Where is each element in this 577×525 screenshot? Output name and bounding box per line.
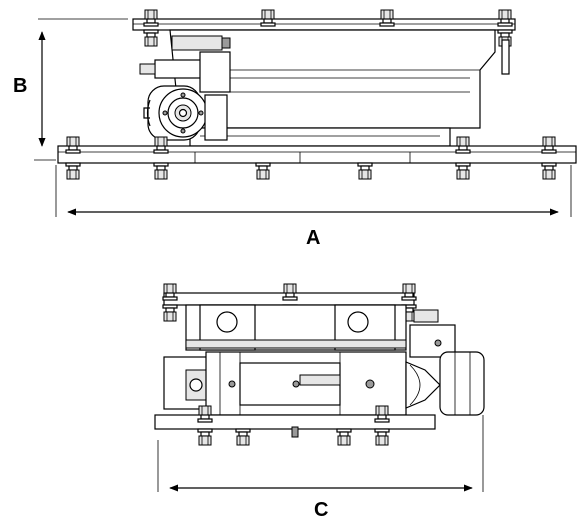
side-fitting xyxy=(413,309,439,323)
frame-hole-right xyxy=(347,311,369,333)
top-base-plate xyxy=(57,145,577,164)
side-view-assembly xyxy=(154,283,485,446)
side-motor xyxy=(405,351,485,416)
dimension-c: C xyxy=(157,415,484,521)
dimension-b-label: B xyxy=(13,75,27,97)
dimension-c-label: C xyxy=(314,499,328,521)
dimension-a: A xyxy=(55,165,572,249)
dimension-b: B xyxy=(13,18,128,161)
dimension-a-label: A xyxy=(306,227,320,249)
top-upper-plate xyxy=(132,18,516,31)
hydraulic-motor xyxy=(143,85,228,141)
top-lower-housing xyxy=(189,127,451,147)
side-pin xyxy=(501,39,510,75)
fitting-block xyxy=(171,35,223,51)
frame-hole-left xyxy=(216,311,238,333)
top-view-assembly xyxy=(57,9,577,180)
